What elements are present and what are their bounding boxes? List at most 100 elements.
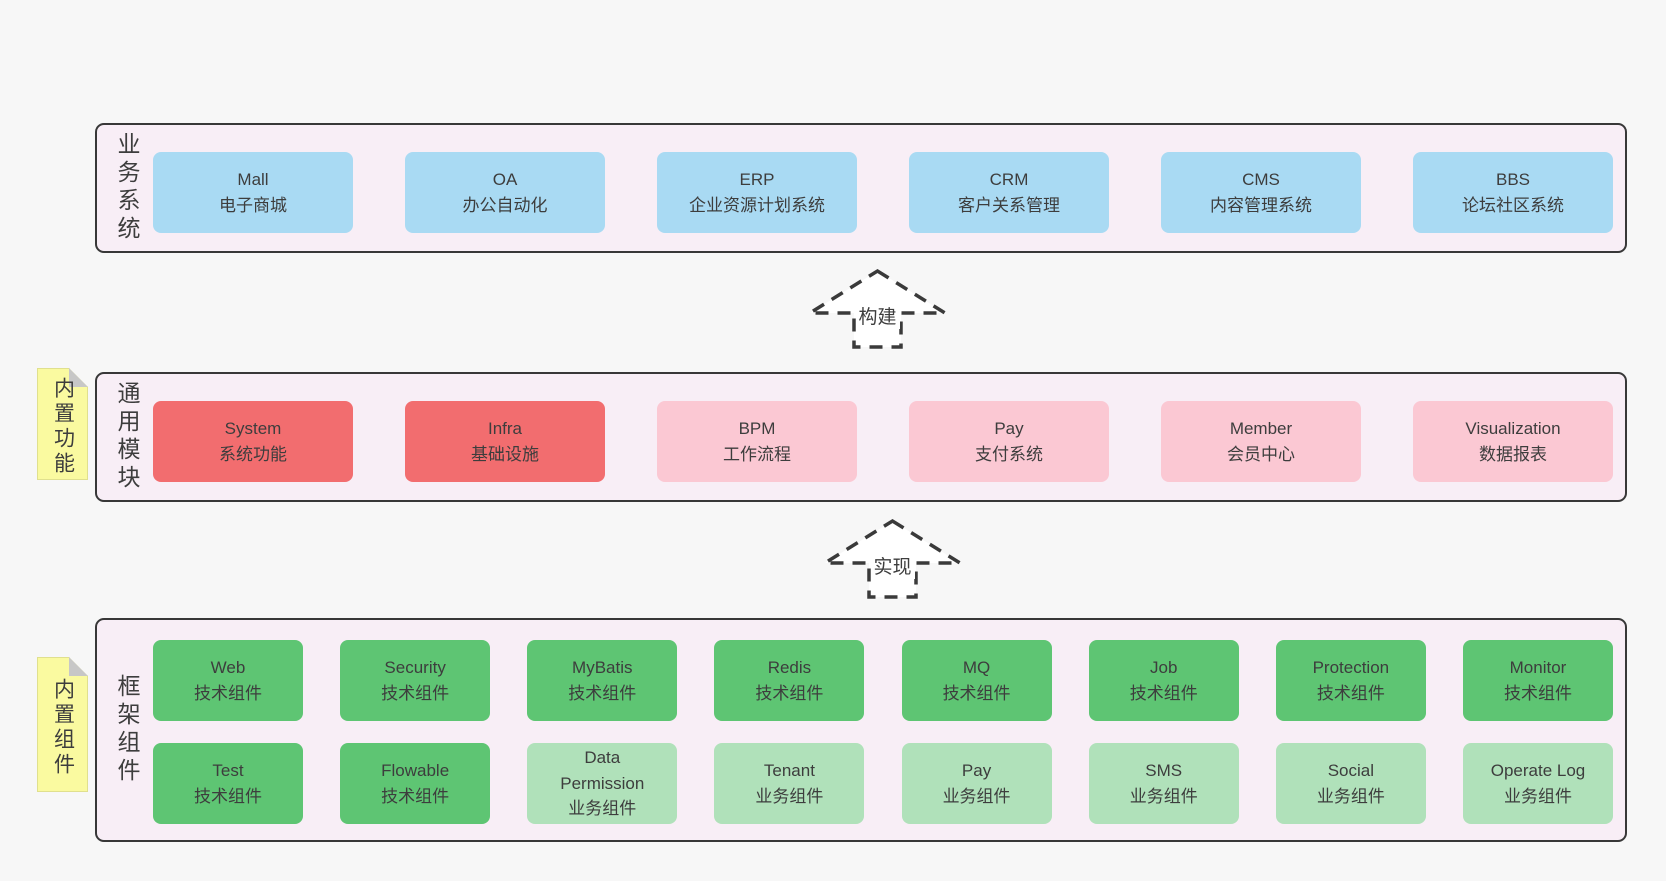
box-desc: 技术组件 [1316,683,1385,703]
box-member: Member 会员中心 [1161,401,1361,482]
panel-framework-components: 框架组件 Web 技术组件 Security 技术组件 MyBatis 技术组件… [95,618,1627,842]
box-job: Job 技术组件 [1088,640,1239,721]
box-desc: 系统功能 [219,444,287,464]
box-name: MyBatis [572,658,633,677]
panel-common-modules: 通用模块 System 系统功能 Infra 基础设施 BPM 工作流程 Pay… [95,372,1627,502]
sticky-label: 内置组件 [51,677,75,778]
box-desc: 办公自动化 [462,195,548,215]
box-data-permission: Data Permission 业务组件 [527,743,678,824]
box-bpm: BPM 工作流程 [657,401,857,482]
sticky-note-built-in-components: 内置组件 [37,657,88,792]
box-desc: 企业资源计划系统 [689,195,825,215]
arrow-implement-label: 实现 [870,552,915,579]
box-name: System [224,419,282,438]
box-name: Security [384,658,446,677]
box-desc: 会员中心 [1227,444,1295,464]
box-oa: OA 办公自动化 [405,152,605,233]
box-desc: 技术组件 [1129,683,1198,703]
box-name: Visualization [1465,419,1561,438]
box-desc: 技术组件 [381,683,450,703]
box-name: Member [1229,419,1293,438]
box-name: BPM [738,419,776,438]
box-social: Social 业务组件 [1275,743,1426,824]
box-desc: 数据报表 [1479,444,1547,464]
box-desc: 技术组件 [1503,683,1572,703]
sticky-label: 内置功能 [51,377,75,477]
sticky-note-built-in-features: 内置功能 [37,368,88,480]
box-name: Redis [767,658,812,677]
box-desc: 业务组件 [1316,786,1385,806]
box-name: Monitor [1509,658,1567,677]
box-desc: 业务组件 [1503,786,1572,806]
box-desc: 技术组件 [194,683,262,703]
box-name: Operate Log [1490,761,1586,780]
box-desc: 工作流程 [723,444,791,464]
box-name: Web [210,658,246,677]
box-desc: 业务组件 [1129,786,1198,806]
box-name: MQ [962,658,991,677]
box-name: Social [1327,761,1374,780]
box-name: BBS [1495,170,1531,189]
box-desc: 电子商城 [219,195,287,215]
box-operate-log: Operate Log 业务组件 [1462,743,1613,824]
box-name: ERP [739,170,775,189]
box-pay-module: Pay 支付系统 [909,401,1109,482]
box-mq: MQ 技术组件 [901,640,1052,721]
box-desc: 业务组件 [755,786,824,806]
box-desc: 技术组件 [381,786,450,806]
panel-label-common-modules: 通用模块 [114,381,140,493]
box-mybatis: MyBatis 技术组件 [527,640,678,721]
panel-label-framework-components: 框架组件 [114,674,140,786]
box-name: Mall [237,170,269,189]
box-name: Protection [1312,658,1390,677]
box-name: Flowable [381,761,450,780]
framework-box-row-1: Web 技术组件 Security 技术组件 MyBatis 技术组件 Redi… [153,640,1613,721]
folded-corner-icon [69,657,88,676]
box-name: OA [492,170,518,189]
box-desc: 支付系统 [975,444,1043,464]
arrow-implement-up: 实现 [820,516,965,601]
box-desc: 业务组件 [942,786,1011,806]
box-bbs: BBS 论坛社区系统 [1413,152,1613,233]
box-name: Data Permission [560,748,645,793]
arrow-build-up: 构建 [805,266,950,351]
box-infra: Infra 基础设施 [405,401,605,482]
box-flowable: Flowable 技术组件 [340,743,491,824]
box-name: Infra [487,419,523,438]
box-pay-component: Pay 业务组件 [901,743,1052,824]
box-visualization: Visualization 数据报表 [1413,401,1613,482]
box-mall: Mall 电子商城 [153,152,353,233]
box-web: Web 技术组件 [153,640,303,721]
box-name: Test [212,761,244,780]
box-desc: 技术组件 [755,683,824,703]
framework-box-row-2: Test 技术组件 Flowable 技术组件 Data Permission … [153,743,1613,824]
box-name: Job [1149,658,1178,677]
business-box-row: Mall 电子商城 OA 办公自动化 ERP 企业资源计划系统 CRM 客户关系… [153,152,1613,233]
box-name: Tenant [763,761,815,780]
box-tenant: Tenant 业务组件 [714,743,865,824]
box-desc: 论坛社区系统 [1462,195,1564,215]
box-desc: 客户关系管理 [958,195,1060,215]
sticky-paper [37,657,88,792]
panel-business-systems: 业务系统 Mall 电子商城 OA 办公自动化 ERP 企业资源计划系统 CRM… [95,123,1627,253]
box-crm: CRM 客户关系管理 [909,152,1109,233]
box-name: Pay [961,761,992,780]
box-system: System 系统功能 [153,401,353,482]
box-protection: Protection 技术组件 [1275,640,1426,721]
box-security: Security 技术组件 [340,640,491,721]
box-desc: 技术组件 [194,786,262,806]
box-desc: 技术组件 [568,683,637,703]
box-test: Test 技术组件 [153,743,303,824]
box-name: Pay [994,419,1024,438]
box-name: SMS [1145,761,1183,780]
box-cms: CMS 内容管理系统 [1161,152,1361,233]
box-name: CMS [1242,170,1280,189]
box-desc: 技术组件 [942,683,1011,703]
modules-box-row: System 系统功能 Infra 基础设施 BPM 工作流程 Pay 支付系统… [153,401,1613,482]
box-desc: 业务组件 [568,799,637,819]
box-redis: Redis 技术组件 [714,640,865,721]
box-name: CRM [989,170,1029,189]
panel-label-business-systems: 业务系统 [114,132,140,244]
box-sms: SMS 业务组件 [1088,743,1239,824]
